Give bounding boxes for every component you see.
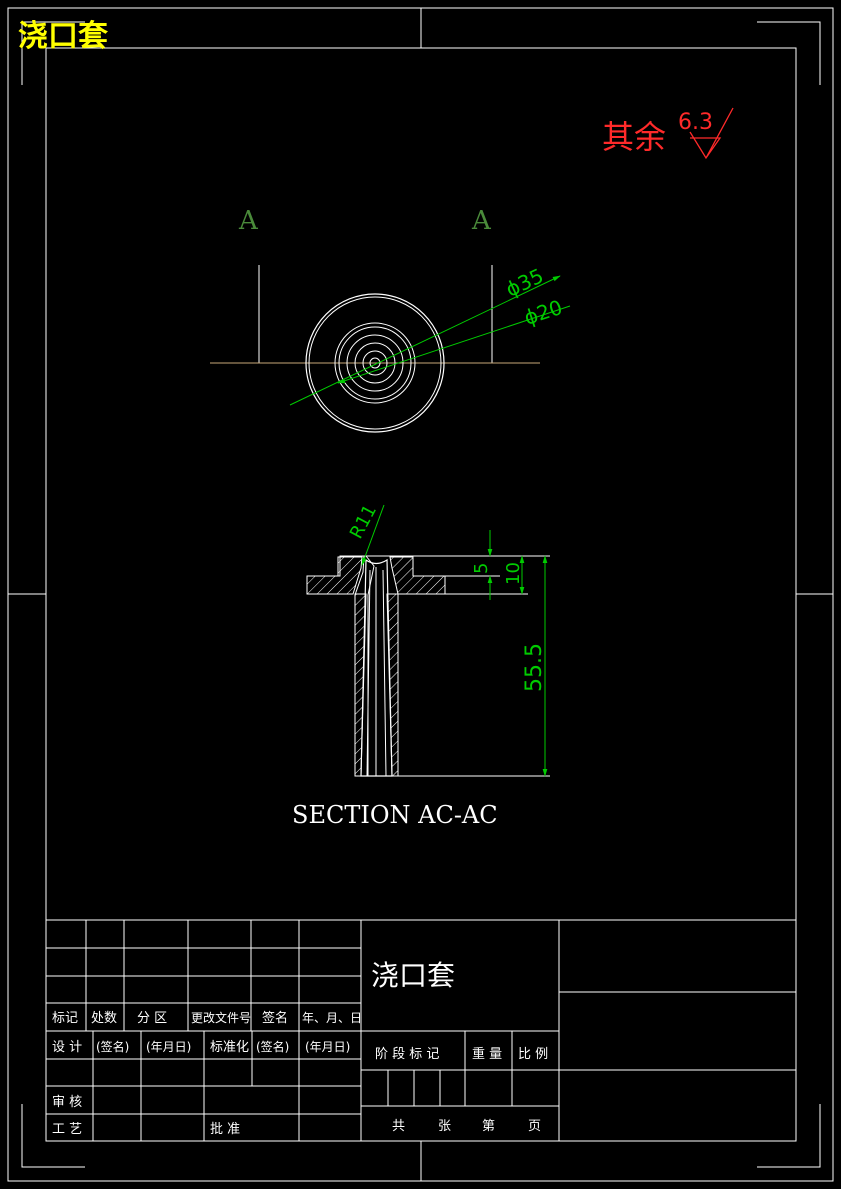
dim-outer-diameter: ϕ35 bbox=[502, 263, 547, 301]
section-view: R11 5 10 55.5 bbox=[306, 501, 550, 777]
stage-header-2: 比 例 bbox=[518, 1047, 548, 1062]
sheet-footer-3: 页 bbox=[528, 1119, 541, 1134]
stage-header-1: 重 量 bbox=[472, 1046, 502, 1062]
design-row-2: (年月日) bbox=[146, 1040, 191, 1054]
review-label: 审 核 bbox=[52, 1095, 82, 1110]
rev-header-4: 签名 bbox=[262, 1010, 288, 1026]
design-row-3: 标准化 bbox=[210, 1040, 249, 1055]
section-marker-left: A bbox=[238, 206, 259, 236]
stage-header-0: 阶 段 标 记 bbox=[375, 1047, 439, 1062]
rev-header-5: 年、月、日 bbox=[302, 1011, 362, 1025]
title-block-text: 浇口套 标记 处数 分 区 更改文件号 签名 年、月、日 设 计 (签名) (年… bbox=[52, 959, 548, 1137]
design-row-4: (签名) bbox=[256, 1039, 289, 1054]
section-marker-right: A bbox=[471, 206, 492, 236]
dim-inner-diameter: ϕ20 bbox=[521, 295, 565, 330]
surface-finish-label: 其余 bbox=[602, 118, 666, 156]
surface-finish-mark: 其余 6.3 bbox=[602, 107, 734, 160]
design-row-1: (签名) bbox=[96, 1039, 129, 1054]
rev-header-3: 更改文件号 bbox=[191, 1010, 251, 1025]
rev-header-2: 分 区 bbox=[137, 1011, 167, 1026]
sheet-footer-1: 张 bbox=[438, 1119, 451, 1134]
design-row-5: (年月日) bbox=[305, 1040, 350, 1054]
title-part-name: 浇口套 bbox=[371, 959, 455, 992]
process-label: 工 艺 bbox=[52, 1122, 82, 1137]
top-view: ϕ35 ϕ20 bbox=[210, 263, 571, 433]
rev-header-0: 标记 bbox=[52, 1011, 78, 1026]
section-caption: SECTION AC-AC bbox=[292, 801, 498, 829]
surface-finish-value: 6.3 bbox=[678, 110, 713, 135]
sheet-footer-2: 第 bbox=[482, 1119, 495, 1134]
drawing-title: 浇口套 bbox=[18, 19, 108, 54]
sheet-footer-0: 共 bbox=[392, 1119, 405, 1134]
sheet-frame bbox=[7, 7, 834, 1182]
title-block bbox=[46, 919, 796, 1141]
dim-flange-step: 5 bbox=[471, 563, 492, 574]
dim-flange-thickness: 10 bbox=[503, 562, 524, 585]
roughness-symbol-icon bbox=[689, 107, 734, 160]
dim-total-length: 55.5 bbox=[522, 643, 547, 692]
approve-label: 批 准 bbox=[210, 1122, 240, 1137]
dim-radius: R11 bbox=[346, 501, 381, 542]
rev-header-1: 处数 bbox=[91, 1011, 117, 1026]
design-row-0: 设 计 bbox=[52, 1040, 82, 1055]
